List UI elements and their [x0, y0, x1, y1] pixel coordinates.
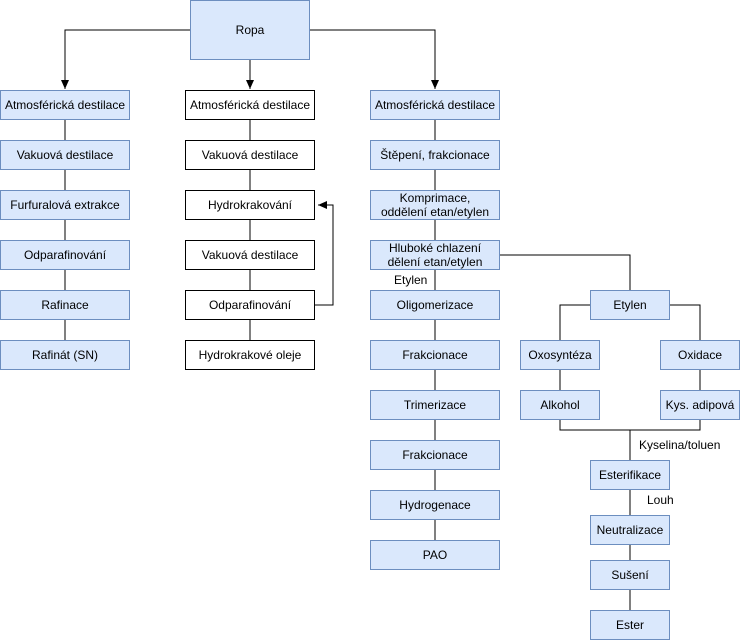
node-c2-hydrokrakovani[interactable]: Hydrokrakování [185, 190, 315, 220]
node-etylen[interactable]: Etylen [590, 290, 670, 320]
node-esterifikace[interactable]: Esterifikace [590, 460, 670, 490]
node-c1-rafinat-sn[interactable]: Rafinát (SN) [0, 340, 130, 370]
edge-label-etylen: Etylen [394, 273, 428, 287]
node-c3-trimerizace[interactable]: Trimerizace [370, 390, 500, 420]
edge-root-col1 [61, 29, 190, 89]
node-c3-komprimace-line2: oddělení etan/etylen [380, 205, 490, 219]
node-alkohol[interactable]: Alkohol [520, 390, 600, 420]
node-c3-hluboke-chlazeni-line1: Hluboké chlazení [388, 241, 482, 255]
edge-root-col3 [310, 29, 439, 89]
node-c3-atmosfericka-destilace[interactable]: Atmosférická destilace [370, 90, 500, 120]
edge-c2-loop [315, 201, 334, 306]
node-c2-odparafinovani[interactable]: Odparafinování [185, 290, 315, 320]
node-c2-vakuova-destilace-2[interactable]: Vakuová destilace [185, 240, 315, 270]
node-c3-oligomerizace[interactable]: Oligomerizace [370, 290, 500, 320]
node-c2-atmosfericka-destilace[interactable]: Atmosférická destilace [185, 90, 315, 120]
node-c1-atmosfericka-destilace[interactable]: Atmosférická destilace [0, 90, 130, 120]
edge-label-kyselina-toluen: Kyselina/toluen [639, 438, 721, 452]
node-oxosynteza[interactable]: Oxosyntéza [520, 340, 600, 370]
node-ester[interactable]: Ester [590, 610, 670, 640]
node-c2-vakuova-destilace[interactable]: Vakuová destilace [185, 140, 315, 170]
node-c3-komprimace[interactable]: Komprimace, oddělení etan/etylen [370, 190, 500, 220]
node-c3-hydrogenace[interactable]: Hydrogenace [370, 490, 500, 520]
node-c1-odparafinovani[interactable]: Odparafinování [0, 240, 130, 270]
node-c3-hluboke-chlazeni[interactable]: Hluboké chlazení dělení etan/etylen [370, 240, 500, 270]
node-c3-frakcionace-1[interactable]: Frakcionace [370, 340, 500, 370]
node-kys-adipova[interactable]: Kys. adipová [660, 390, 740, 420]
node-c3-komprimace-line1: Komprimace, [399, 191, 471, 205]
edge-etylen-oxid [670, 304, 701, 340]
node-oxidace[interactable]: Oxidace [660, 340, 740, 370]
edge-alkohol-merge [559, 420, 630, 431]
node-c3-hluboke-chlazeni-line2: dělení etan/etylen [387, 255, 483, 269]
node-suseni[interactable]: Sušení [590, 560, 670, 590]
node-c1-furfuralova-extrakce[interactable]: Furfuralová extrakce [0, 190, 130, 220]
edge-label-louh: Louh [647, 493, 674, 507]
node-c3-stepeni-frakcionace[interactable]: Štěpení, frakcionace [370, 140, 500, 170]
node-c3-frakcionace-2[interactable]: Frakcionace [370, 440, 500, 470]
node-neutralizace[interactable]: Neutralizace [590, 515, 670, 545]
edge-hlub-etylen [500, 254, 631, 290]
edge-etylen-oxo [559, 304, 590, 340]
node-c3-pao[interactable]: PAO [370, 540, 500, 570]
node-c1-rafinace[interactable]: Rafinace [0, 290, 130, 320]
node-ropa[interactable]: Ropa [190, 0, 310, 60]
edge-kys-merge [630, 420, 701, 431]
node-c2-hydrokrakove-oleje[interactable]: Hydrokrakové oleje [185, 340, 315, 370]
node-c1-vakuova-destilace[interactable]: Vakuová destilace [0, 140, 130, 170]
